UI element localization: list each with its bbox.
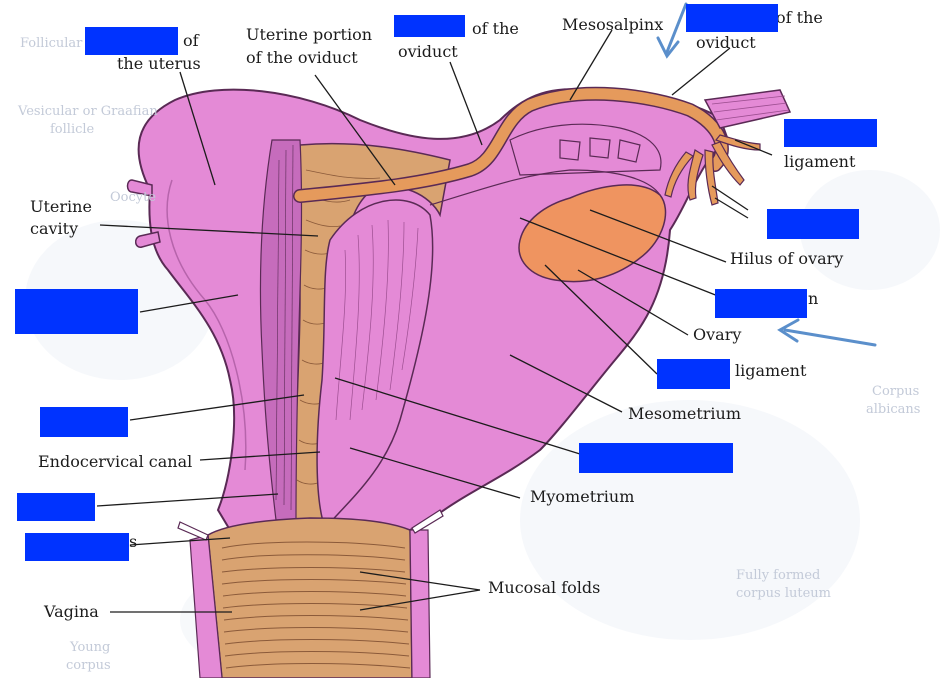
fimbriae bbox=[664, 134, 761, 206]
round-ligament-stump-upper bbox=[126, 179, 153, 197]
suspensory-ligament bbox=[703, 89, 792, 129]
bg-text-corpus-luteum: corpus luteum bbox=[736, 586, 831, 601]
blue-arrows bbox=[656, 2, 877, 347]
answer-mask-oviduct-right[interactable] bbox=[686, 4, 778, 32]
label-hilus-of-ovary: Hilus of ovary bbox=[730, 249, 844, 268]
answer-mask-uterine-body[interactable] bbox=[15, 289, 138, 334]
ovary bbox=[518, 184, 667, 283]
answer-mask-ovarian-ligament[interactable] bbox=[657, 359, 730, 389]
leader-lines bbox=[96, 29, 773, 613]
bg-text-oocyte: Oocyte bbox=[110, 190, 157, 205]
bg-text-young: Young bbox=[70, 640, 111, 655]
mesosalpinx-inner bbox=[429, 169, 661, 206]
answer-mask-uterus-part[interactable] bbox=[85, 27, 178, 55]
bg-text-corpus: Corpus bbox=[872, 384, 920, 399]
label-of-the-oviduct-line1: of the bbox=[472, 19, 519, 38]
label-ligament-ovarian: ligament bbox=[735, 361, 807, 380]
label-endocervical-canal: Endocervical canal bbox=[38, 452, 193, 471]
answer-mask-ovary-related[interactable] bbox=[715, 289, 807, 318]
label-uterine-cavity-line2: cavity bbox=[30, 219, 79, 238]
mesosalpinx-folds bbox=[509, 123, 662, 176]
label-of-the-uterus-line2: the uterus bbox=[117, 54, 201, 73]
bg-text-follicular: Follicular bbox=[20, 36, 83, 51]
answer-mask-ligament-right[interactable] bbox=[784, 119, 877, 147]
label-uterine-portion-line2: of the oviduct bbox=[246, 48, 358, 67]
answer-mask-cervix[interactable] bbox=[17, 493, 95, 521]
label-myometrium: Myometrium bbox=[530, 487, 635, 506]
label-vagina: Vagina bbox=[44, 602, 99, 621]
bg-text-vesicular: Vesicular or Graafian bbox=[18, 104, 158, 119]
label-uterine-portion-line1: Uterine portion bbox=[246, 25, 373, 44]
label-partial-n: n bbox=[808, 289, 819, 308]
label-oviduct-right-line1: of the bbox=[776, 8, 823, 27]
bg-text-young-corpus: corpus bbox=[66, 658, 111, 673]
label-ligament-right: ligament bbox=[784, 152, 856, 171]
answer-mask-external-os[interactable] bbox=[25, 533, 129, 561]
round-ligament-stump-lower bbox=[134, 231, 161, 248]
endometrium-strip bbox=[316, 199, 434, 530]
label-uterine-cavity-line1: Uterine bbox=[30, 197, 92, 216]
label-mesometrium: Mesometrium bbox=[628, 404, 742, 423]
label-oviduct-right-line2: oviduct bbox=[696, 33, 756, 52]
mucosal-folds-lines bbox=[221, 541, 411, 669]
bg-text-fully-formed: Fully formed bbox=[736, 568, 821, 583]
label-mesosalpinx: Mesosalpinx bbox=[562, 15, 664, 34]
label-of-the-uterus-line1: of bbox=[183, 31, 199, 50]
label-mucosal-folds: Mucosal folds bbox=[488, 578, 601, 597]
label-partial-s: s bbox=[129, 532, 138, 551]
label-of-the-oviduct-line2: oviduct bbox=[398, 42, 458, 61]
answer-mask-oviduct-part[interactable] bbox=[394, 15, 465, 37]
bg-text-albicans: albicans bbox=[866, 402, 921, 417]
label-ovary: Ovary bbox=[693, 325, 742, 344]
answer-mask-endometrium[interactable] bbox=[579, 443, 733, 473]
vagina bbox=[207, 517, 413, 678]
answer-mask-left-mid[interactable] bbox=[40, 407, 128, 437]
answer-mask-fimbriae[interactable] bbox=[767, 209, 859, 239]
bg-text-follicle: follicle bbox=[50, 122, 95, 137]
